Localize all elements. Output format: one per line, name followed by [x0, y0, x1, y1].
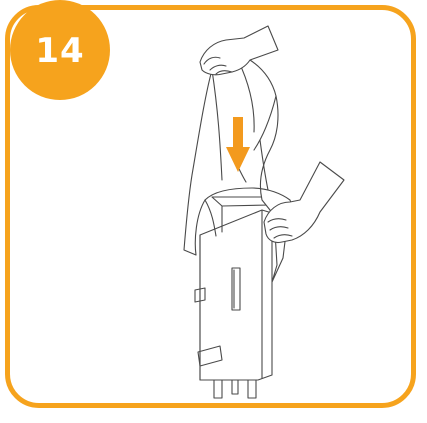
step-number: 14 — [30, 26, 90, 76]
step-badge: 14 — [0, 0, 114, 114]
top-hand-icon — [200, 26, 278, 75]
stroller-base — [195, 197, 272, 398]
